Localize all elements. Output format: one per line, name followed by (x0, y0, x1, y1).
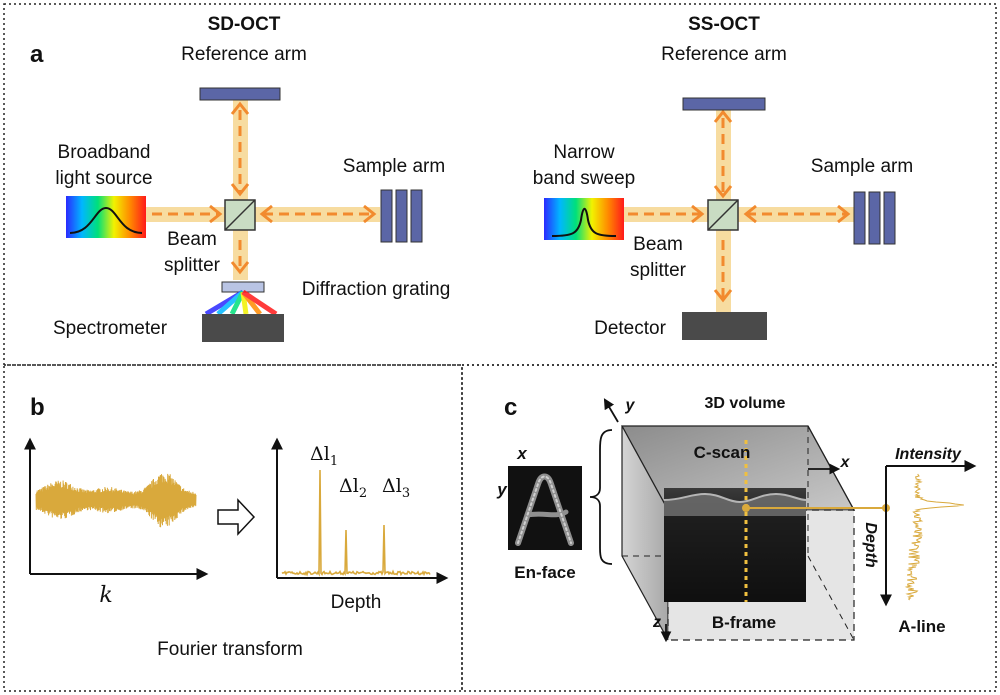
sd-dispersed-rays (204, 289, 278, 317)
ss-arrowheads (691, 109, 851, 303)
panel-c-letter: c (504, 394, 517, 421)
ss-narrow-band-source (544, 198, 624, 240)
ss-oct-title: SS-OCT (688, 14, 760, 35)
ss-beam-arrows (628, 118, 846, 298)
sd-beam-paths (145, 100, 380, 280)
sd-beam-splitter-label-1: Beam (167, 229, 217, 250)
sd-diffraction-grating (221, 281, 265, 293)
ss-beam-splitter-label-2: splitter (630, 260, 687, 281)
volume-brace (589, 429, 613, 565)
sd-beam-splitter-label-2: splitter (164, 255, 221, 276)
interferogram-axes (24, 437, 209, 580)
sd-beam-arrows (152, 110, 372, 270)
peak-label-2: Δl2 (339, 475, 367, 501)
sd-source-label-1: Broadband (58, 142, 151, 163)
sd-beam-splitter (224, 199, 256, 231)
ss-source-label-2: band sweep (533, 168, 635, 189)
a-line-label: A-line (898, 617, 945, 636)
depth-profile-trace (281, 469, 431, 577)
ss-detector (682, 312, 767, 340)
c-scan-label: C-scan (694, 443, 751, 462)
en-face-image (508, 466, 582, 550)
axis-z-label: z (652, 614, 661, 631)
interferogram-signal (35, 473, 197, 528)
panel-b: b k Fourier transform Depth Δl1 Δl2 Δl3 (24, 394, 449, 660)
panel-borders (3, 3, 997, 692)
a-line-origin-dot (742, 504, 750, 512)
sd-reference-arm-label: Reference arm (181, 44, 307, 65)
sd-oct-title: SD-OCT (208, 14, 281, 35)
peak-label-1: Δl1 (310, 443, 338, 469)
sd-oct-setup: SD-OCT Reference arm (53, 14, 450, 342)
sd-broadband-source (66, 196, 146, 238)
depth-profile-signal (281, 469, 431, 577)
panel-b-letter: b (30, 394, 45, 421)
en-face-label: En-face (514, 563, 575, 582)
b-frame-label: B-frame (712, 613, 776, 632)
k-axis-label: k (99, 583, 112, 608)
panel-a-letter: a (30, 41, 44, 68)
ss-sample (853, 191, 896, 245)
ss-reference-arm-label: Reference arm (661, 44, 787, 65)
depth-vertical-label: Depth (862, 522, 879, 568)
sd-spectrometer (202, 314, 284, 342)
depth-profile-axes (271, 437, 449, 584)
sd-spectrometer-label: Spectrometer (53, 318, 168, 339)
a-line-trace (904, 473, 964, 601)
peak-label-3: Δl3 (382, 475, 410, 501)
transform-arrow-icon (217, 498, 256, 536)
sd-reference-mirror (199, 87, 281, 101)
ss-source-label-1: Narrow (553, 142, 615, 163)
axis-x-label: x (840, 454, 851, 471)
volume-label: 3D volume (705, 395, 786, 412)
interferogram-trace (35, 473, 197, 528)
sd-sample-arm-label: Sample arm (343, 156, 445, 177)
ss-beam-splitter-label-1: Beam (633, 234, 683, 255)
ss-sample-arm-label: Sample arm (811, 156, 913, 177)
sd-sample (380, 189, 423, 243)
panel-c: c x y En-face (496, 394, 977, 643)
en-face-y-label: y (496, 480, 508, 499)
intensity-label: Intensity (895, 446, 962, 463)
depth-axis-label: Depth (331, 592, 382, 613)
sd-source-label-2: light source (55, 168, 152, 189)
fourier-transform-label: Fourier transform (157, 639, 303, 660)
axis-y-label: y (625, 397, 636, 414)
sd-arrowheads (209, 101, 377, 275)
a-line-axes (880, 460, 977, 607)
b-scan-image (663, 488, 807, 602)
panel-a: a SD-OCT Reference arm (30, 14, 913, 342)
ss-oct-setup: SS-OCT Reference arm (533, 14, 913, 340)
cube-axes (603, 398, 841, 643)
sd-grating-label: Diffraction grating (302, 279, 451, 300)
ss-detector-label: Detector (594, 318, 666, 339)
en-face-x-label: x (516, 444, 528, 463)
ss-beam-splitter (707, 199, 739, 231)
ss-reference-mirror (682, 97, 766, 111)
a-line-signal (904, 473, 964, 601)
